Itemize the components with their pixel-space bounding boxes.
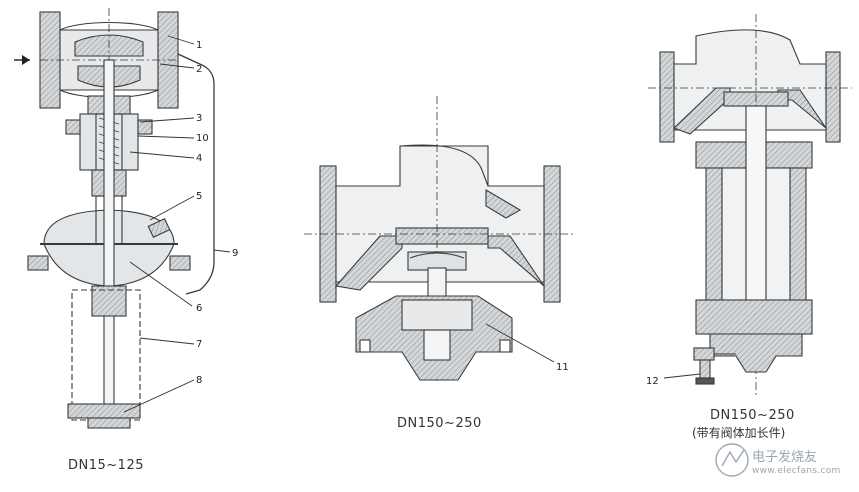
caption-dn150-250-middle: DN150~250	[397, 416, 482, 431]
callout-3: 3	[196, 113, 202, 124]
callouts-right	[663, 373, 701, 379]
callouts-middle	[485, 323, 555, 363]
extension-piece-right	[695, 105, 813, 373]
watermark-url: www.elecfans.com	[752, 466, 841, 476]
callout-11: 11	[556, 362, 569, 373]
caption-dn15-125: DN15~125	[68, 458, 144, 473]
callout-6: 6	[196, 303, 202, 314]
valve-body-right	[648, 14, 852, 396]
callout-8: 8	[196, 375, 202, 386]
callout-7: 7	[196, 339, 202, 350]
drain-valve-right	[693, 347, 736, 385]
callout-12: 12	[646, 376, 659, 387]
callout-5: 5	[196, 191, 202, 202]
callout-2: 2	[196, 64, 202, 75]
callout-1: 1	[196, 40, 202, 51]
watermark-logo	[715, 443, 749, 477]
callouts-left	[123, 35, 231, 413]
caption-dn150-250-right: DN150~250	[710, 408, 795, 423]
watermark-name: 电子发烧友	[752, 450, 818, 465]
callout-10: 10	[196, 133, 209, 144]
callout-4: 4	[196, 153, 202, 164]
valve-diagram-dn150-250-extended	[648, 14, 852, 396]
valve-body-mid	[304, 96, 576, 384]
stem-and-extension	[67, 59, 141, 429]
flow-direction-arrow	[14, 55, 30, 65]
callout-numbers-left: 1 2 3 10 4 5 9 6 7 8	[196, 40, 238, 386]
callout-9: 9	[232, 248, 238, 259]
actuator-mid	[355, 251, 513, 381]
valve-body	[39, 8, 179, 110]
subcaption-extension: (带有阀体加长件)	[692, 426, 786, 440]
valve-diagram-dn150-250	[304, 96, 576, 384]
valve-diagram-dn15-125	[14, 8, 215, 429]
impulse-line	[177, 53, 215, 295]
